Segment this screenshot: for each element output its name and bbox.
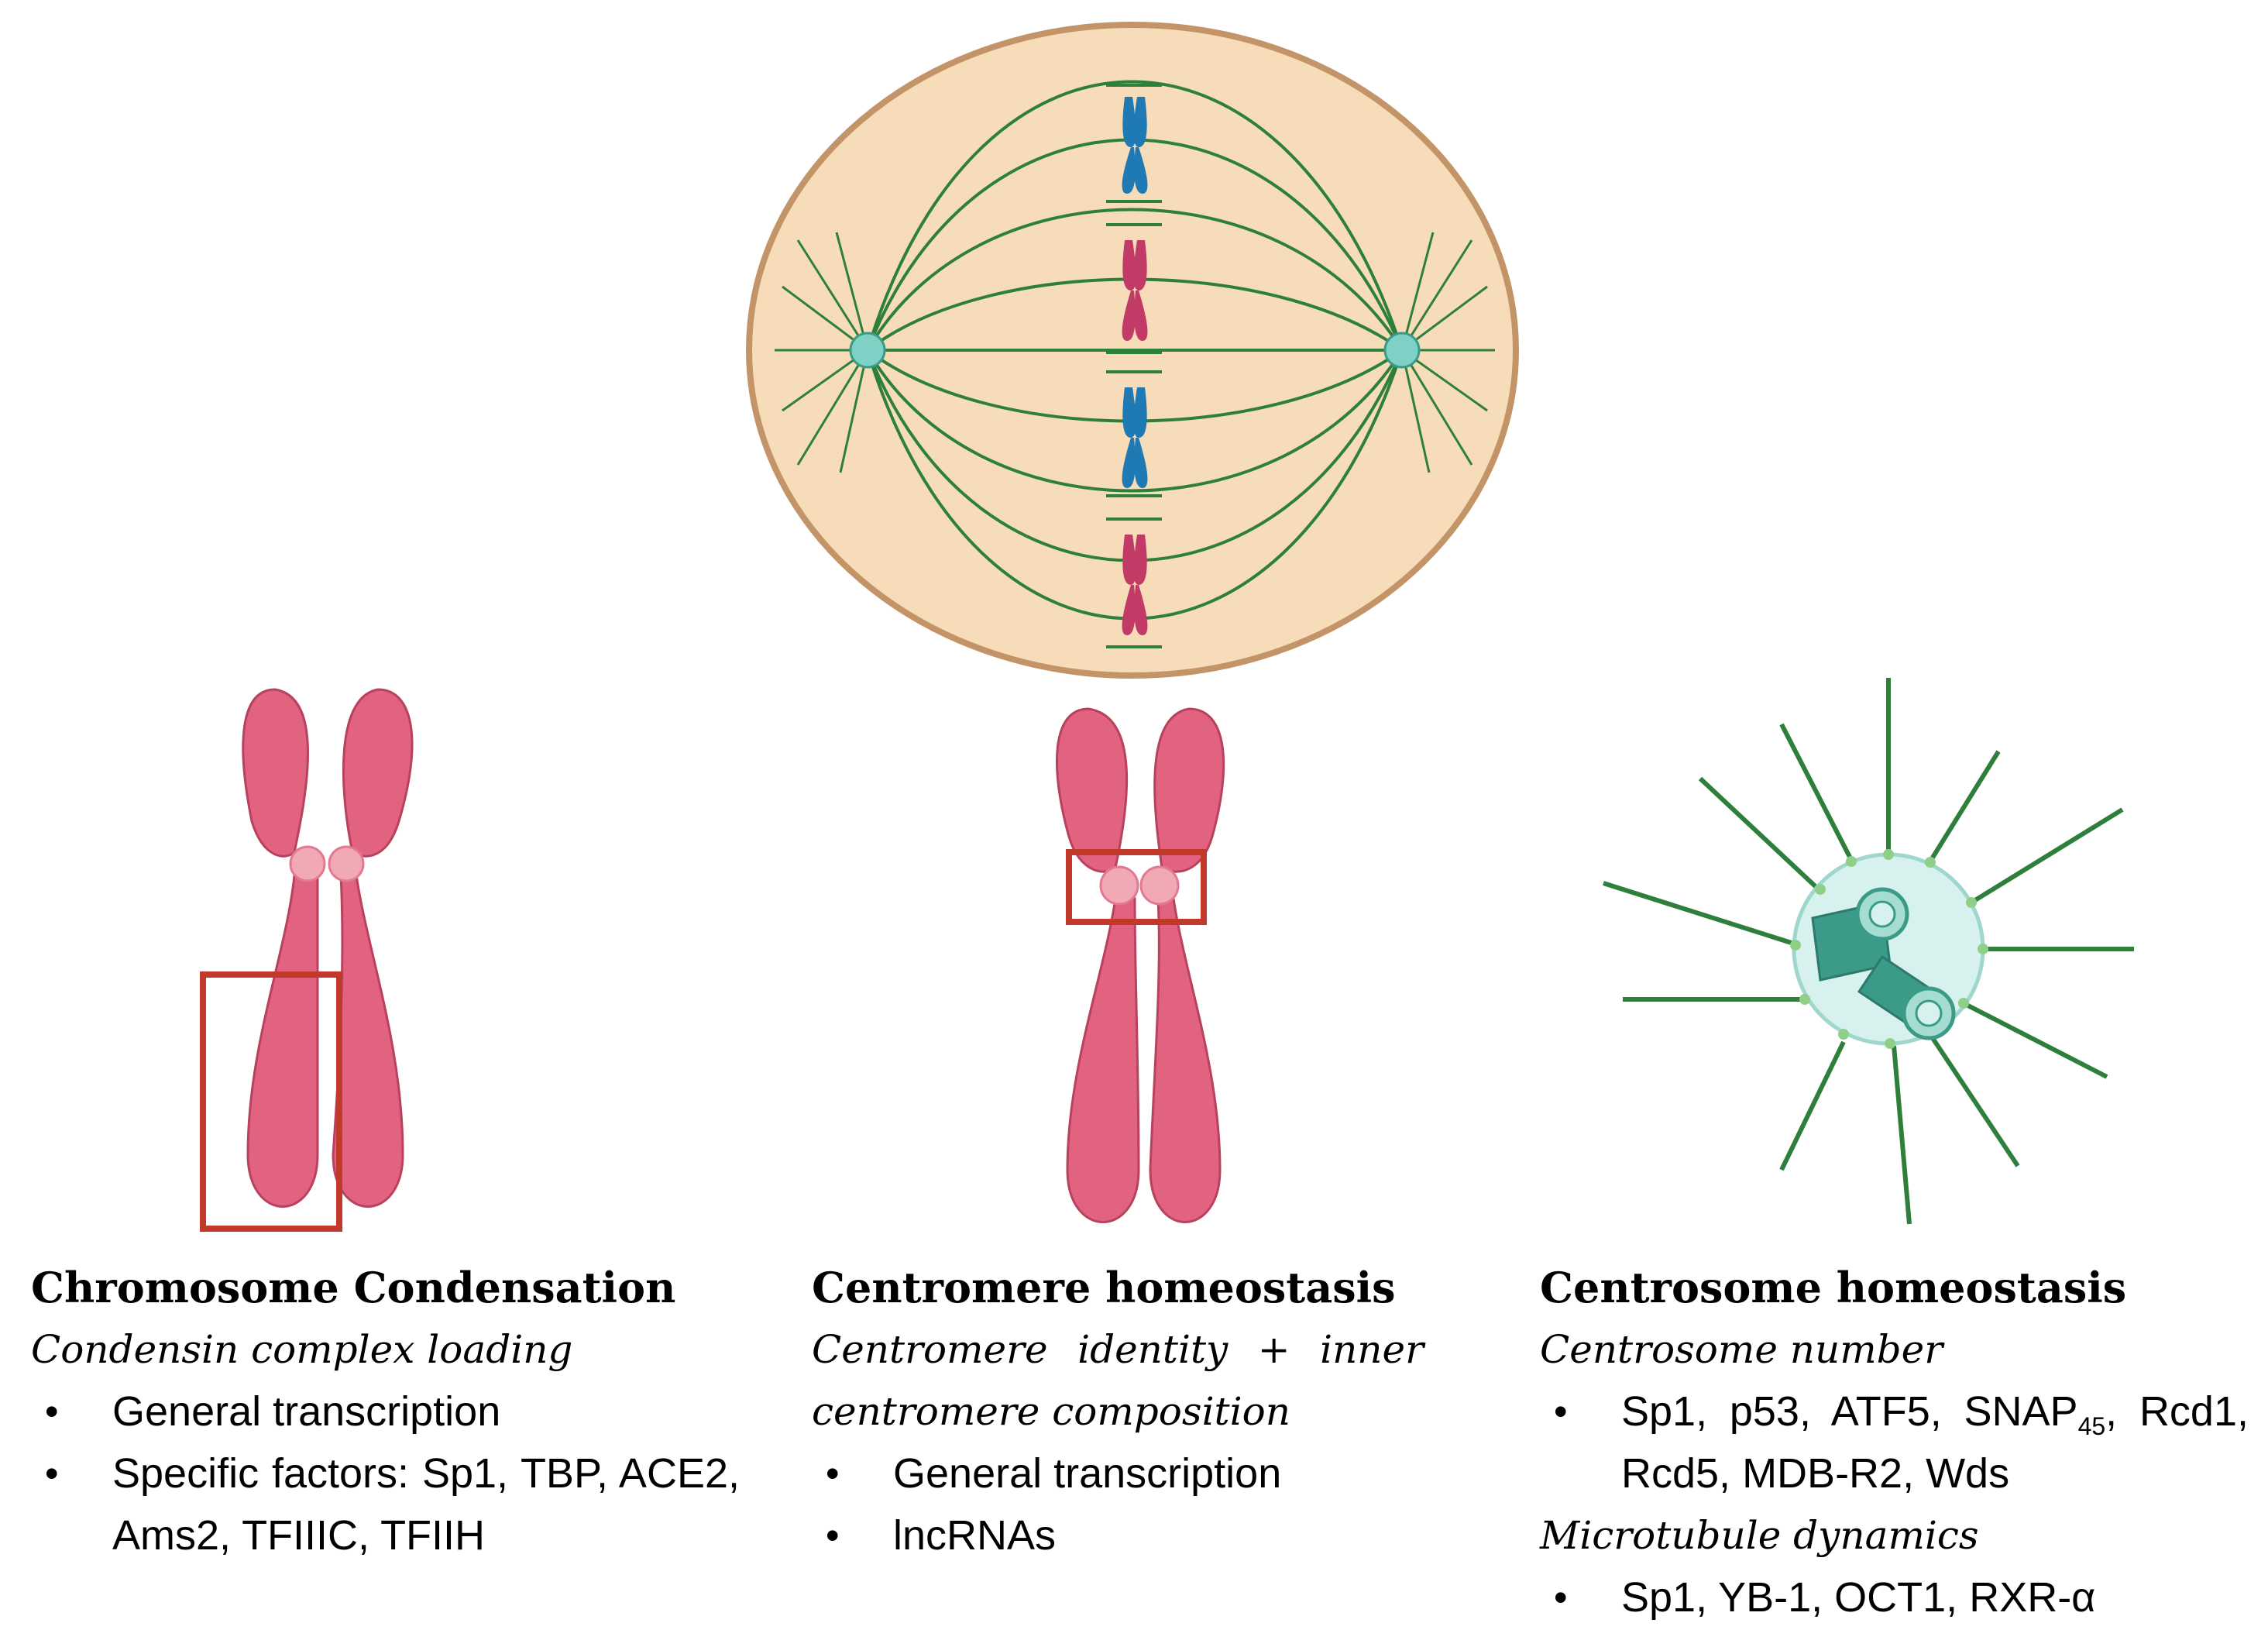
metaphase-plate-lines bbox=[1106, 84, 1162, 648]
section-title: Centrosome homeostasis bbox=[1540, 1263, 2127, 1312]
metaphase-chromosome-blue-2 bbox=[1122, 387, 1148, 488]
centrosome-illustration bbox=[1603, 678, 2134, 1225]
metaphase-chromosome-red-1 bbox=[1122, 240, 1148, 341]
subsection-heading: Centromere identity + inner centromere c… bbox=[812, 1327, 1424, 1434]
centriole-pair bbox=[1811, 887, 1956, 1040]
section-centrosome-homeostasis: Centrosome homeostasis Centrosome number… bbox=[1540, 1257, 2249, 1628]
factor-list: Sp1, p53, ATF5, SNAP45, Rcd1, Rcd5, MDB-… bbox=[1540, 1381, 2249, 1504]
spindle-pole-right bbox=[1383, 332, 1421, 369]
centromere-highlight-box bbox=[1066, 849, 1207, 925]
factor-list: General transcription lncRNAs bbox=[812, 1442, 1424, 1566]
list-item-text: Sp1, p53, ATF5, SNAP bbox=[1621, 1388, 2078, 1435]
diagram-illustration bbox=[200, 22, 2134, 1232]
list-item-subscript: 45 bbox=[2077, 1411, 2106, 1440]
chromosome-arm-highlight-box bbox=[200, 971, 342, 1232]
section-centromere-homeostasis: Centromere homeostasis Centromere identi… bbox=[812, 1257, 1424, 1566]
chromosome-centromere-illustration bbox=[1055, 707, 1225, 1223]
spindle-pole-left bbox=[849, 332, 886, 369]
section-chromosome-condensation: Chromosome Condensation Condensin comple… bbox=[31, 1257, 740, 1566]
factor-list: General transcription Specific factors: … bbox=[31, 1381, 740, 1566]
list-item: lncRNAs bbox=[812, 1504, 1424, 1566]
list-item: General transcription bbox=[31, 1381, 740, 1442]
mitotic-cell bbox=[746, 22, 1519, 679]
section-title: Centromere homeostasis bbox=[812, 1263, 1396, 1312]
section-title: Chromosome Condensation bbox=[31, 1263, 676, 1312]
chromosome-condensation-illustration bbox=[200, 688, 414, 1232]
list-item-text-rest: , Rcd1, Rcd5, MDB-R2, Wds bbox=[1621, 1388, 2249, 1497]
subsection-heading: Condensin complex loading bbox=[31, 1327, 573, 1372]
list-item: Specific factors: Sp1, TBP, ACE2, Ams2, … bbox=[31, 1442, 740, 1566]
subsection-heading: Centrosome number bbox=[1540, 1327, 1943, 1372]
list-item: General transcription bbox=[812, 1442, 1424, 1504]
list-item: Sp1, YB-1, OCT1, RXR-α bbox=[1540, 1566, 2249, 1628]
list-item: Sp1, p53, ATF5, SNAP45, Rcd1, Rcd5, MDB-… bbox=[1540, 1381, 2249, 1504]
metaphase-chromosome-red-2 bbox=[1122, 535, 1148, 635]
metaphase-chromosome-blue-1 bbox=[1122, 97, 1148, 194]
subsection-heading: Microtubule dynamics bbox=[1540, 1513, 1979, 1558]
factor-list: Sp1, YB-1, OCT1, RXR-α bbox=[1540, 1566, 2249, 1628]
